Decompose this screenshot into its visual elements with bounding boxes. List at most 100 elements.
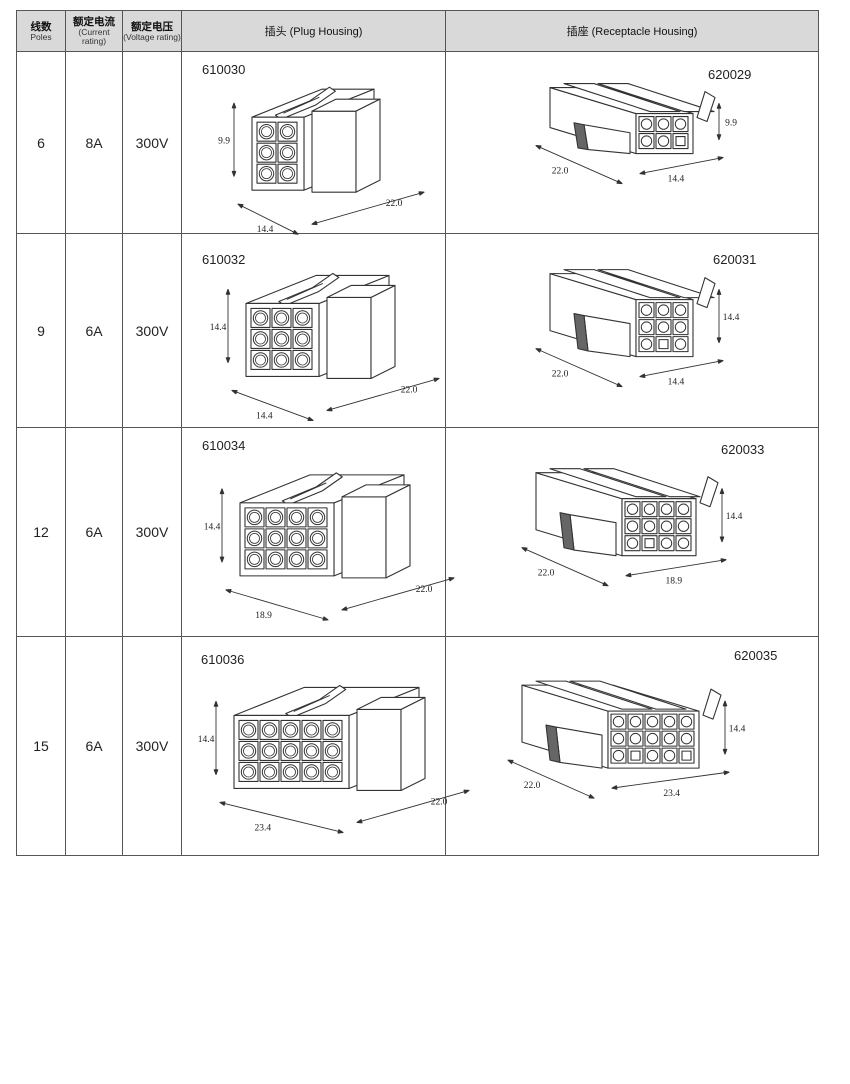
poles-cell: 15 bbox=[16, 636, 66, 856]
receptacle-top-rail bbox=[583, 468, 701, 498]
receptacle-depth-dim-line bbox=[521, 547, 609, 587]
receptacle-square-cavity bbox=[681, 750, 692, 761]
poles-cell: 12 bbox=[16, 427, 66, 637]
plug-width-dim-arrow bbox=[231, 389, 238, 395]
receptacle-grip-ribs bbox=[559, 512, 575, 551]
plug-contact-ring bbox=[297, 354, 308, 366]
plug-collar-side bbox=[370, 284, 396, 380]
receptacle-top-rail bbox=[597, 82, 715, 113]
plug-contact-ring bbox=[261, 126, 272, 138]
receptacle-round-cavity bbox=[612, 732, 625, 745]
receptacle-round-cavity bbox=[612, 715, 625, 728]
receptacle-width-dim-line bbox=[639, 157, 724, 174]
receptacle-part-number: 620031 bbox=[713, 252, 757, 267]
plug-width-dim-arrow bbox=[337, 829, 344, 834]
receptacle-height-dim-arrow bbox=[716, 337, 722, 344]
plug-contact-ring bbox=[327, 766, 338, 778]
plug-contact-ring bbox=[297, 333, 308, 345]
plug-contact-ring bbox=[291, 511, 302, 523]
plug-depth-dim-line bbox=[311, 191, 425, 225]
receptacle-round-cavity bbox=[674, 338, 687, 350]
receptacle-round-cavity bbox=[640, 118, 653, 130]
receptacle-depth-dim-arrow bbox=[535, 348, 542, 353]
header-receptacle: 插座 (Receptacle Housing) bbox=[445, 10, 819, 52]
current-cell: 6A bbox=[65, 636, 123, 856]
plug-depth-label: 22.0 bbox=[401, 385, 418, 395]
receptacle-round-cavity bbox=[629, 732, 642, 745]
receptacle-latch-tab bbox=[696, 90, 716, 123]
plug-height-label: 9.9 bbox=[218, 137, 230, 147]
receptacle-round-cavity bbox=[657, 321, 670, 333]
plug-housing-drawing: 14.423.422.0 bbox=[198, 684, 470, 834]
receptacle-depth-label: 22.0 bbox=[552, 167, 569, 177]
header-voltage-cn: 额定电压 bbox=[131, 20, 173, 33]
receptacle-depth-dim-arrow bbox=[616, 382, 623, 388]
plug-contact-ring bbox=[264, 766, 275, 778]
receptacle-round-cavity bbox=[680, 732, 693, 745]
plug-contact-ring bbox=[255, 312, 266, 324]
receptacle-round-cavity bbox=[677, 520, 690, 532]
receptacle-width-dim-arrow bbox=[625, 572, 632, 578]
plug-collar-front bbox=[341, 496, 387, 579]
plug-contact-ring bbox=[285, 724, 296, 736]
plug-contact-ring bbox=[291, 532, 302, 544]
receptacle-round-cavity bbox=[674, 118, 687, 130]
plug-width-dim-line bbox=[231, 390, 314, 421]
plug-width-dim-arrow bbox=[219, 801, 226, 806]
receptacle-housing-drawing: 14.418.922.0 bbox=[521, 468, 743, 587]
plug-collar-side bbox=[400, 696, 426, 792]
receptacle-round-cavity bbox=[657, 135, 670, 147]
plug-housing-drawing: 14.418.922.0 bbox=[204, 472, 455, 621]
plug-height-dim-arrow bbox=[213, 700, 219, 707]
plug-contact-ring bbox=[243, 724, 254, 736]
plug-contact-ring bbox=[261, 168, 272, 180]
plug-depth-dim-line bbox=[326, 378, 440, 411]
receptacle-round-cavity bbox=[663, 715, 676, 728]
header-voltage-en: (Voltage rating) bbox=[123, 31, 181, 42]
receptacle-round-cavity bbox=[640, 135, 653, 147]
plug-height-label: 14.4 bbox=[210, 323, 227, 333]
receptacle-round-cavity bbox=[643, 503, 656, 515]
receptacle-height-dim-arrow bbox=[722, 748, 728, 755]
receptacle-width-dim-arrow bbox=[720, 558, 727, 563]
receptacle-round-cavity bbox=[646, 732, 659, 745]
receptacle-width-dim-line bbox=[611, 771, 730, 789]
plug-contact-ring bbox=[312, 511, 323, 523]
voltage-cell: 300V bbox=[122, 636, 182, 856]
receptacle-width-dim-line bbox=[639, 360, 724, 378]
plug-contact-ring bbox=[243, 766, 254, 778]
receptacle-depth-dim-arrow bbox=[588, 794, 595, 799]
receptacle-round-cavity bbox=[677, 537, 690, 549]
receptacle-grip-ribs bbox=[545, 724, 561, 763]
plug-contact-ring bbox=[255, 333, 266, 345]
plug-contact-ring bbox=[270, 532, 281, 544]
receptacle-round-cavity bbox=[660, 520, 673, 532]
plug-collar-front bbox=[326, 296, 372, 380]
receptacle-width-label: 23.4 bbox=[663, 789, 680, 799]
receptacle-height-label: 14.4 bbox=[726, 512, 743, 522]
receptacle-round-cavity bbox=[640, 321, 653, 333]
plug-latch-groove bbox=[286, 283, 324, 300]
header-plug-label: 插头 (Plug Housing) bbox=[264, 26, 363, 38]
header-plug: 插头 (Plug Housing) bbox=[181, 10, 446, 52]
plug-contact-ring bbox=[249, 511, 260, 523]
receptacle-square-cavity bbox=[644, 538, 655, 549]
voltage-cell: 300V bbox=[122, 233, 182, 428]
receptacle-latch-tab bbox=[699, 476, 719, 508]
receptacle-part-number: 620029 bbox=[708, 67, 752, 82]
plug-contact-ring bbox=[327, 724, 338, 736]
plug-part-number: 610030 bbox=[202, 62, 246, 77]
plug-contact-ring bbox=[285, 766, 296, 778]
current-cell: 8A bbox=[65, 51, 123, 234]
plug-contact-ring bbox=[276, 312, 287, 324]
receptacle-round-cavity bbox=[640, 304, 653, 316]
plug-contact-ring bbox=[282, 168, 293, 180]
receptacle-housing-drawing: 14.423.422.0 bbox=[507, 680, 746, 799]
receptacle-height-dim-arrow bbox=[722, 700, 728, 707]
header-row: 线数 Poles 额定电流 (Current rating) 额定电压 (Vol… bbox=[16, 10, 819, 52]
